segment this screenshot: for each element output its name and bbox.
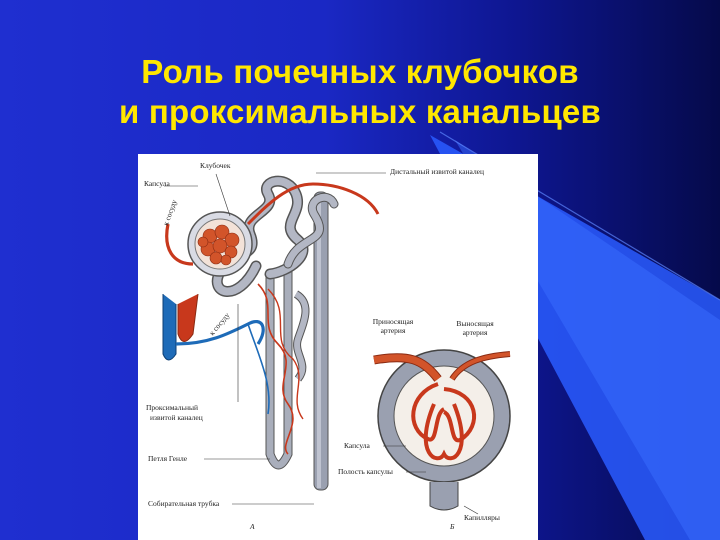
label-efferent-artery-line2: артерия [462, 328, 488, 337]
nephron-figure: Клубочек Капсула Дистальный извитой кана… [138, 154, 538, 540]
slide-title-line-1: Роль почечных клубочков [141, 53, 579, 90]
label-afferent-artery-line2: артерия [380, 326, 406, 335]
label-capsule-b: Капсула [344, 441, 370, 450]
label-capsule-cavity: Полость капсулы [338, 467, 393, 476]
nephron-illustration [162, 172, 511, 515]
slide-title-line-2: и проксимальных канальцев [119, 93, 601, 130]
label-distal-tubule: Дистальный извитой каналец [390, 167, 485, 176]
label-panel-a: А [250, 522, 255, 531]
label-collecting-duct: Собирательная трубка [148, 499, 220, 508]
label-panel-b: Б [450, 522, 455, 531]
label-capsule: Капсула [144, 179, 170, 188]
label-proximal-tubule-line2: извитой каналец [150, 413, 203, 422]
label-glomerulus: Клубочек [200, 161, 231, 170]
label-efferent-artery-line1: Выносящая [456, 319, 494, 328]
label-capillaries: Капилляры [464, 513, 500, 522]
label-henle-loop: Петля Генле [148, 454, 188, 463]
label-afferent-artery-line1: Приносящая [372, 317, 414, 326]
slide-title: Роль почечных клубочков и проксимальных … [0, 52, 720, 132]
label-proximal-tubule-line1: Проксимальный [146, 403, 199, 412]
